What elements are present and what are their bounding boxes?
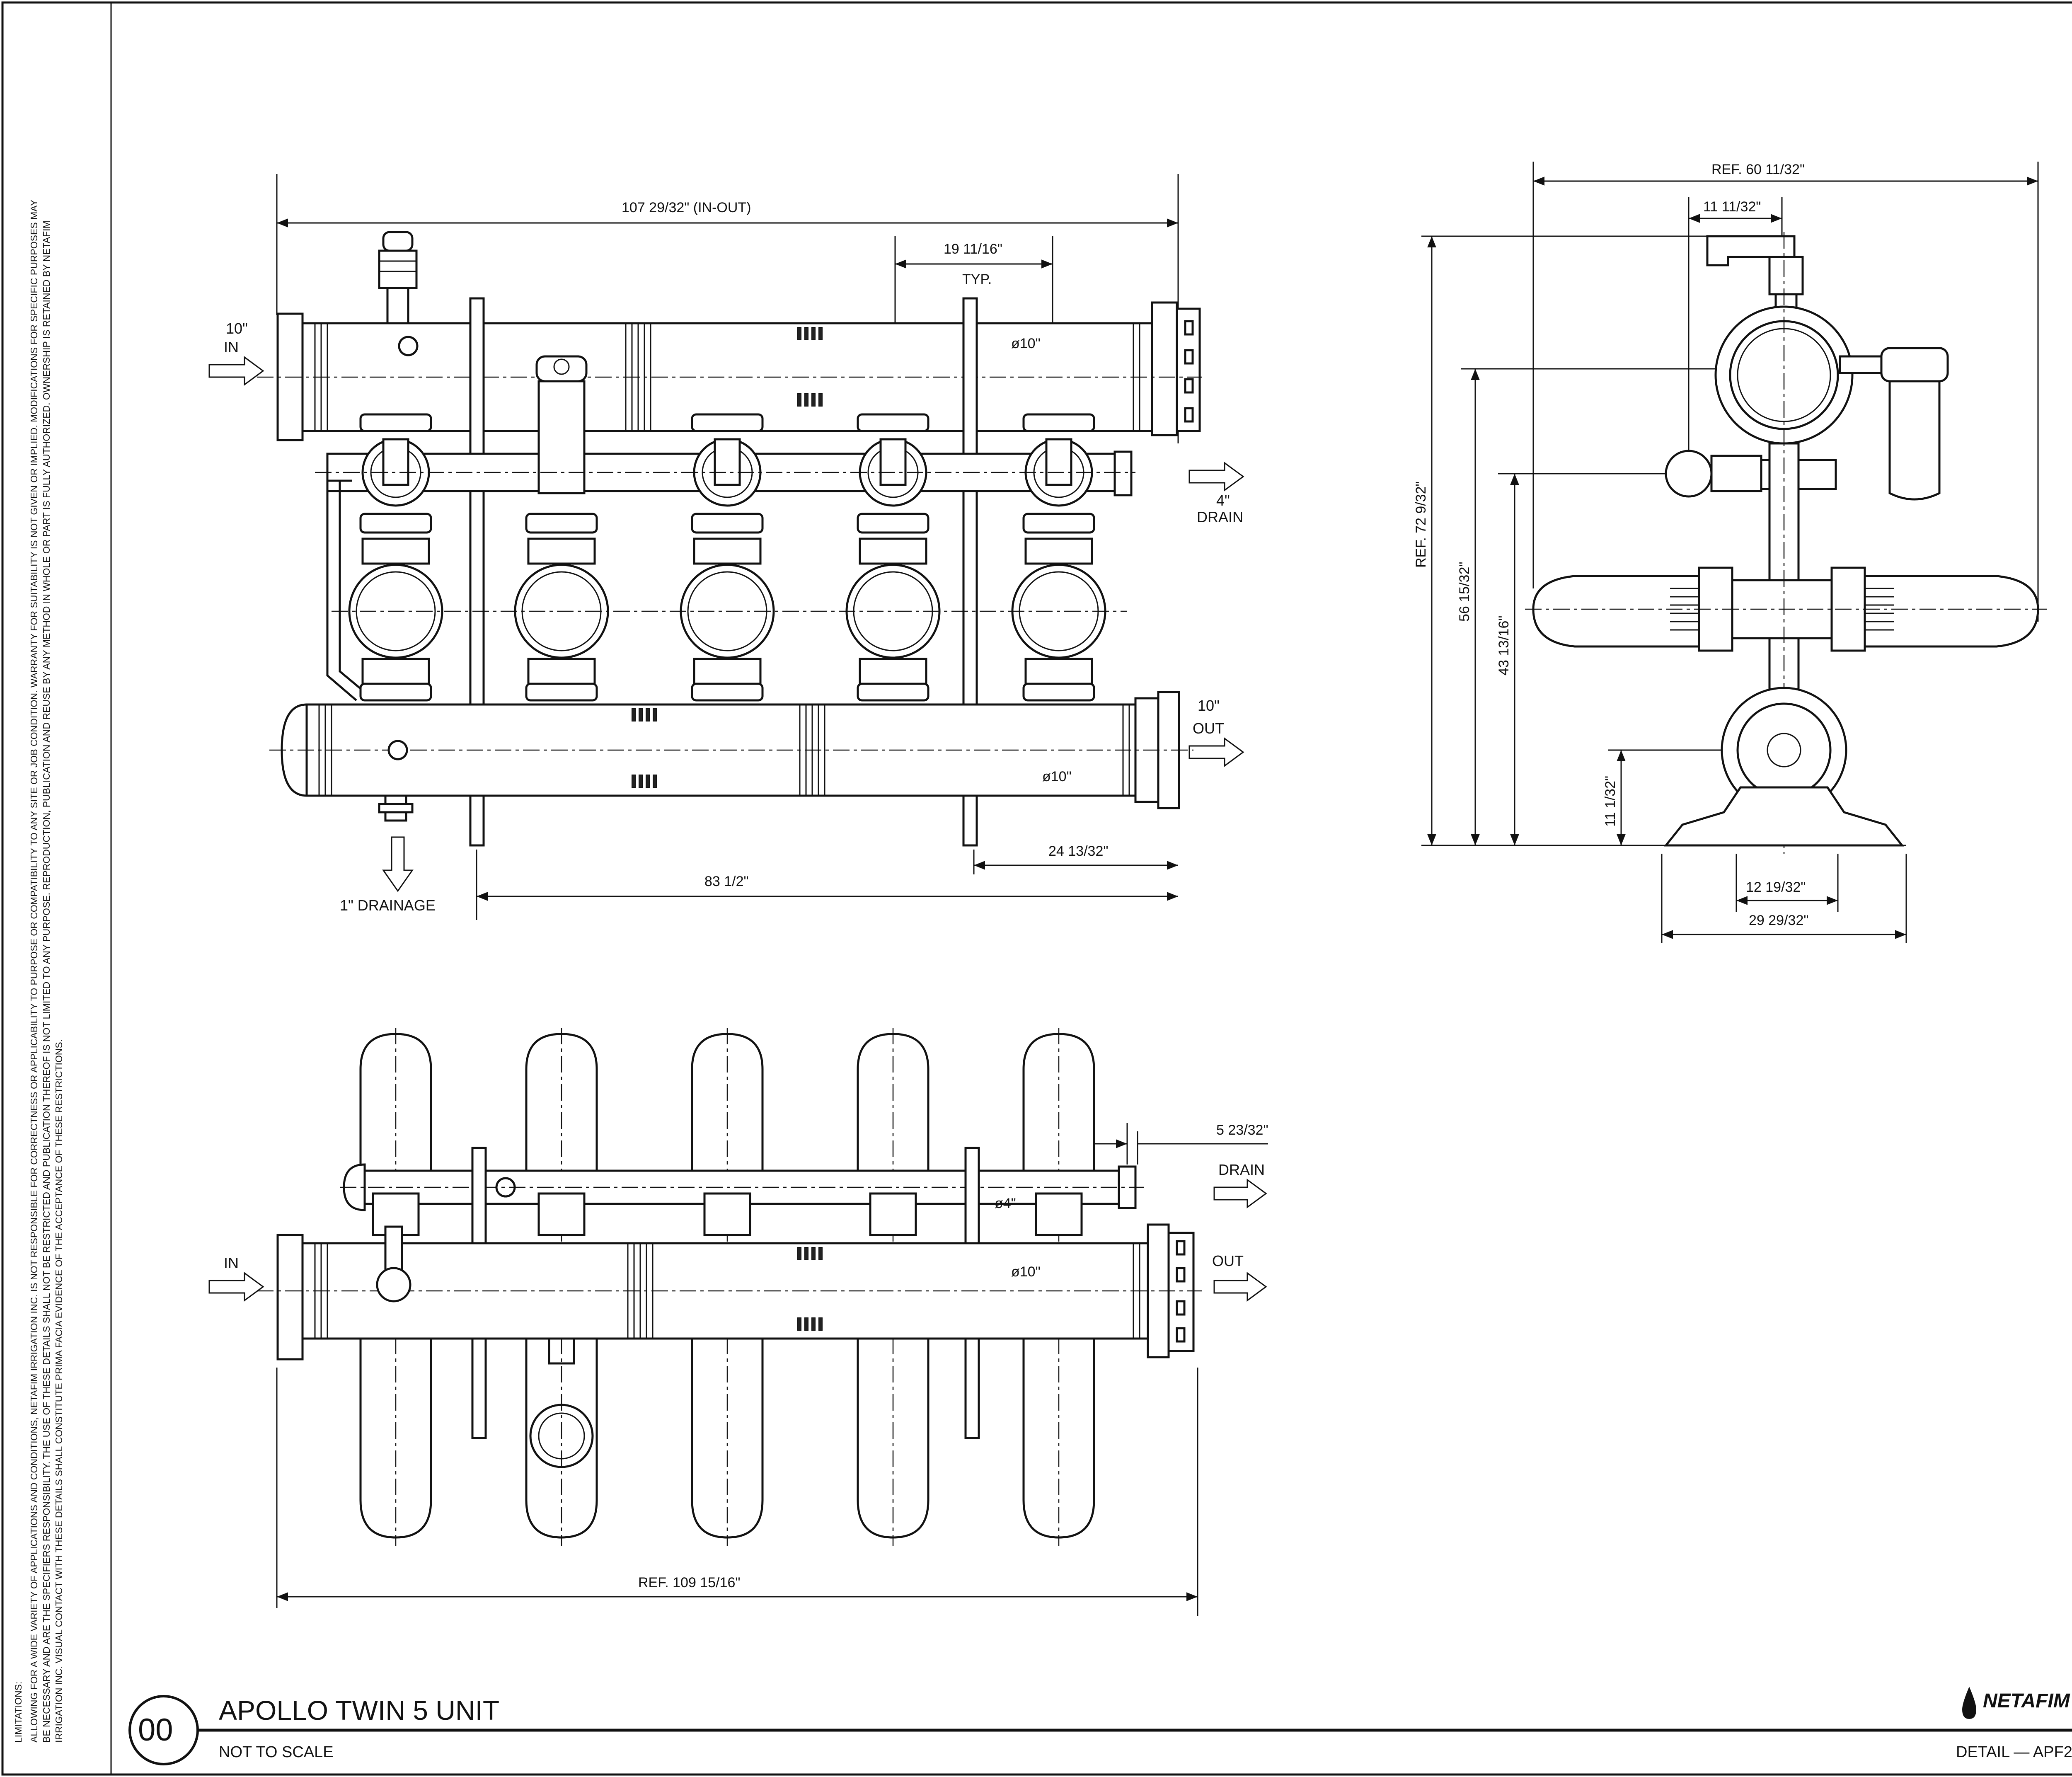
side-dim-h3: 43 13/16" bbox=[1496, 616, 1512, 675]
side-dim-total-height: REF. 72 9/32" bbox=[1413, 481, 1429, 568]
netafim-logo: NETAFIM ™ bbox=[1962, 1687, 2070, 1719]
side-dim-offset: 11 11/32" bbox=[1703, 199, 1761, 215]
limitations-heading: LIMITATIONS: bbox=[13, 1682, 24, 1743]
front-top-pipe-dia: ø10" bbox=[1011, 336, 1041, 351]
front-outlet-label: OUT bbox=[1193, 720, 1224, 737]
brand-logotype: NETAFIM bbox=[1983, 1690, 2070, 1712]
drain-arrow bbox=[1188, 462, 1244, 491]
plan-view: 5 23/32" DRAIN ø4" IN ø10" OUT REF. 109 … bbox=[208, 1028, 1268, 1616]
detail-number-bubble bbox=[128, 1695, 199, 1765]
front-dim-overall: 107 29/32" (IN-OUT) bbox=[622, 200, 751, 215]
scale-note: NOT TO SCALE bbox=[219, 1743, 334, 1761]
front-dim-spacing: 19 11/16" bbox=[944, 241, 1002, 257]
plan-drain-arrow bbox=[1213, 1179, 1267, 1208]
front-drain-label: DRAIN bbox=[1197, 508, 1243, 525]
plan-in-label: IN bbox=[224, 1254, 239, 1271]
limitations-block: LIMITATIONS: ALLOWING FOR A WIDE VARIETY… bbox=[13, 200, 64, 1743]
title-block: 00 APOLLO TWIN 5 UNIT NOT TO SCALE DETAI… bbox=[128, 1687, 2072, 1765]
side-dim-base-outer: 29 29/32" bbox=[1749, 913, 1808, 928]
plan-drain-pipe-dia: ø4" bbox=[995, 1196, 1016, 1211]
detail-number: 00 bbox=[138, 1712, 173, 1748]
front-inlet-size: 10" bbox=[226, 320, 248, 337]
front-inlet-label: IN bbox=[224, 339, 239, 356]
front-drainage-label: 1" DRAINAGE bbox=[340, 897, 436, 914]
plan-in-arrow bbox=[208, 1272, 264, 1302]
front-dim-right: 24 13/32" bbox=[1048, 843, 1108, 859]
plan-out-arrow bbox=[1213, 1272, 1267, 1302]
detail-reference: DETAIL — APF205 bbox=[1956, 1743, 2072, 1761]
plan-main-pipe-dia: ø10" bbox=[1011, 1264, 1041, 1280]
drainage-arrow bbox=[382, 836, 414, 892]
front-dim-bottom: 83 1/2" bbox=[704, 874, 749, 889]
drawing-title: APOLLO TWIN 5 UNIT bbox=[219, 1695, 499, 1726]
limitations-line-1: ALLOWING FOR A WIDE VARIETY OF APPLICATI… bbox=[29, 200, 39, 1743]
side-dim-top-width: REF. 60 11/32" bbox=[1711, 162, 1805, 177]
air-valve bbox=[378, 231, 418, 324]
plan-dim-offset: 5 23/32" bbox=[1216, 1122, 1268, 1138]
side-view: REF. 60 11/32" 11 11/32" REF. 72 9/32" 5… bbox=[1413, 162, 2047, 943]
front-drain-size: 4" bbox=[1216, 492, 1230, 509]
front-dim-typ: TYP. bbox=[962, 271, 992, 287]
plan-dim-overall: REF. 109 15/16" bbox=[638, 1575, 740, 1591]
top-pipe-grooves bbox=[314, 323, 1140, 431]
side-dim-base-inner: 12 19/32" bbox=[1746, 879, 1806, 895]
limitations-line-3: IRRIGATION INC. VISUAL CONTACT WITH THES… bbox=[53, 1039, 64, 1743]
plan-out-label: OUT bbox=[1212, 1252, 1244, 1269]
side-dim-h4: 11 1/32" bbox=[1602, 776, 1618, 827]
front-view: 107 29/32" (IN-OUT) 19 11/16" TYP. bbox=[208, 174, 1244, 920]
front-bottom-pipe-dia: ø10" bbox=[1042, 769, 1072, 784]
front-outlet-size: 10" bbox=[1198, 697, 1220, 714]
plan-drain-label: DRAIN bbox=[1218, 1161, 1265, 1178]
limitations-line-2: BE NECESSARY AND ARE THE SPECIFIERS RESP… bbox=[41, 220, 52, 1743]
inlet-arrow bbox=[208, 356, 264, 386]
outlet-arrow bbox=[1188, 737, 1244, 767]
side-dim-h2: 56 15/32" bbox=[1457, 562, 1472, 622]
